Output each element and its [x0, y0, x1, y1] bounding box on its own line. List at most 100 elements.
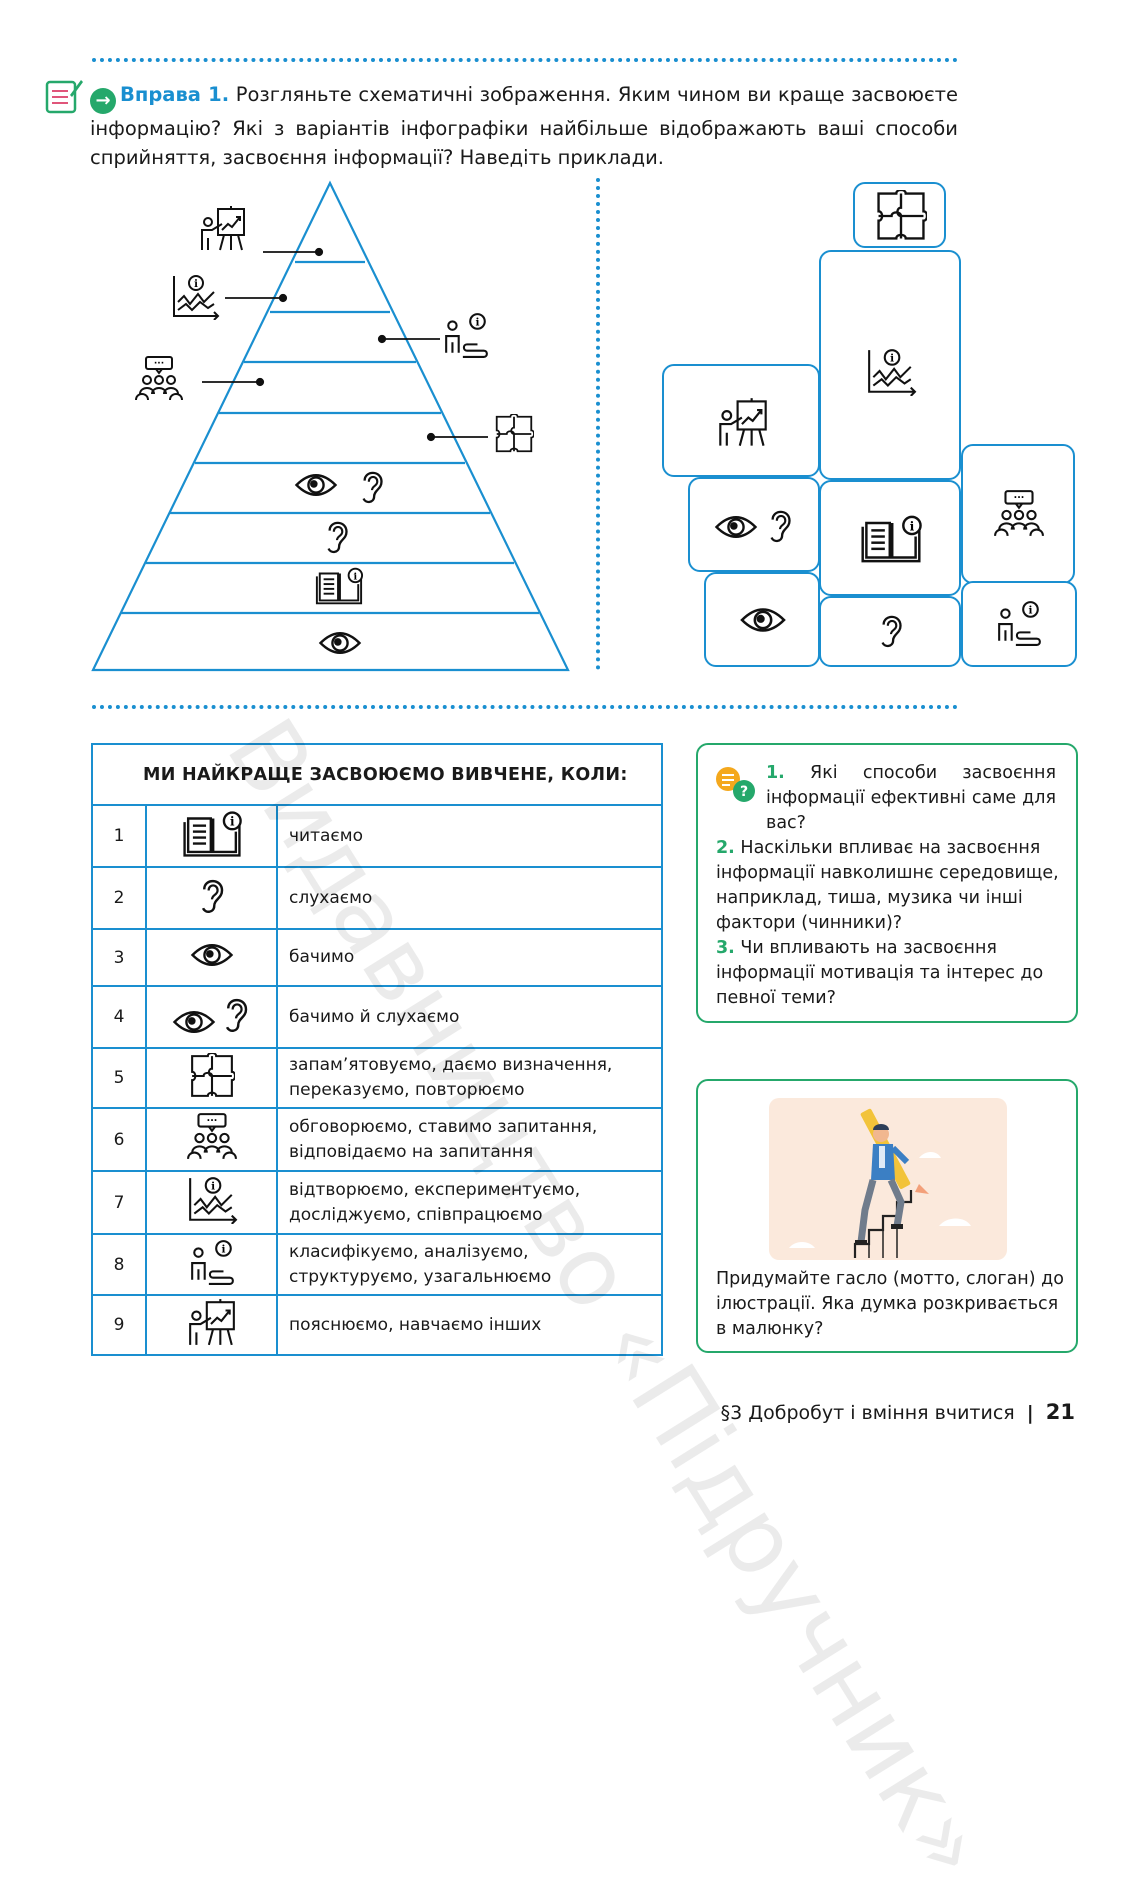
footer-separator: |: [1026, 1402, 1034, 1424]
section-title: §3 Добробут і вміння вчитися: [720, 1402, 1015, 1424]
question-text: Наскільки впливає на засвоєння інформаці…: [716, 838, 1059, 933]
block-ear: [819, 596, 961, 667]
svg-text:?: ?: [740, 784, 748, 800]
row-icon-cell: [145, 866, 278, 930]
question-number: 2.: [716, 838, 735, 858]
table-row: 2 слухаємо: [91, 866, 663, 930]
eye-icon: [319, 632, 361, 654]
table-row: 1 читаємо: [91, 804, 663, 868]
block-person: [961, 581, 1077, 667]
discussion-group-icon: [135, 356, 183, 401]
row-text: бачимо: [276, 928, 663, 987]
ear-icon: [881, 615, 902, 648]
row-icon-cell: [145, 985, 278, 1049]
row-icon-cell: [145, 804, 278, 868]
person-path-icon: [445, 313, 488, 358]
leader-dot: [255, 377, 265, 387]
puzzle-icon: [190, 1052, 235, 1097]
block-eye-ear: [688, 477, 820, 572]
row-icon-cell: [145, 1170, 278, 1235]
row-text: обговорюємо, ставимо запитання, відповід…: [276, 1107, 663, 1172]
teacher-board-icon: [719, 398, 767, 447]
row-number: 4: [91, 985, 147, 1049]
page-number: 21: [1045, 1400, 1075, 1424]
block-teacher: [662, 364, 820, 477]
row-icon-cell: [145, 1047, 278, 1109]
person-path-icon: [998, 601, 1041, 646]
puzzle-icon: [877, 190, 927, 240]
block-chart: [819, 250, 961, 480]
ear-icon: [327, 521, 348, 554]
middle-dotted-divider: [92, 705, 958, 709]
exercise-text: Розгляньте схематичні зображення. Яким ч…: [90, 83, 959, 169]
chart-info-icon: [868, 349, 916, 396]
question-3: 3. Чи впливають на засвоєння інформації …: [716, 936, 1046, 1011]
exercise-label: Вправа 1.: [120, 83, 230, 106]
illustration-panel: Придумайте гасло (мотто, слоган) до ілюс…: [696, 1079, 1078, 1353]
chart-info-icon: [173, 275, 219, 320]
vertical-dotted-divider: [596, 178, 600, 670]
discussion-group-icon: [994, 490, 1044, 537]
block-eye: [704, 572, 820, 667]
question-1: 1. Які способи засвоєння інформації ефек…: [766, 761, 1056, 836]
ear-icon: [770, 510, 791, 543]
illustration-task: Придумайте гасло (мотто, слоган) до ілюс…: [716, 1269, 1064, 1339]
row-number: 7: [91, 1170, 147, 1235]
row-number: 3: [91, 928, 147, 987]
learning-pyramid: [91, 180, 570, 672]
row-text: пояснюємо, навчаємо інших: [276, 1294, 663, 1356]
block-group: [961, 444, 1075, 584]
table-header: МИ НАЙКРАЩЕ ЗАСВОЮЄМО ВИВЧЕНЕ, КОЛИ:: [91, 743, 663, 806]
eye-icon: [173, 1010, 215, 1033]
notebook-pencil-icon: [45, 80, 83, 114]
table-row: 4 бачимо й слухаємо: [91, 985, 663, 1049]
discussion-group-icon: [186, 1113, 237, 1160]
row-number: 9: [91, 1294, 147, 1356]
row-number: 6: [91, 1107, 147, 1172]
leader-dot: [426, 432, 436, 442]
book-info-icon: [861, 515, 922, 563]
learning-methods-table: МИ НАЙКРАЩЕ ЗАСВОЮЄМО ВИВЧЕНЕ, КОЛИ: 1 ч…: [91, 743, 663, 1356]
eye-icon: [295, 474, 337, 496]
page-footer: §3 Добробут і вміння вчитися | 21: [721, 1400, 1075, 1424]
ear-icon: [226, 998, 248, 1032]
row-number: 5: [91, 1047, 147, 1109]
leader-dot: [377, 334, 387, 344]
table-row: 7 відтворюємо, експериментуємо, досліджу…: [91, 1170, 663, 1235]
eye-icon: [715, 516, 757, 538]
question-number: 1.: [766, 763, 785, 783]
block-puzzle: [853, 182, 946, 248]
row-number: 1: [91, 804, 147, 868]
arrow-right-icon: →: [90, 88, 116, 114]
pyramid-outline: [91, 180, 570, 672]
top-dotted-divider: [92, 58, 958, 62]
row-number: 8: [91, 1233, 147, 1296]
row-icon-cell: [145, 928, 278, 987]
table-row: 8 класифікуємо, аналізуємо, структуруємо…: [91, 1233, 663, 1296]
question-number: 3.: [716, 938, 735, 958]
row-text: слухаємо: [276, 866, 663, 930]
ear-icon: [362, 471, 383, 504]
block-book: [819, 480, 961, 596]
ear-icon: [201, 879, 223, 913]
questions-panel: ? 1. Які способи засвоєння інформації еф…: [696, 743, 1078, 1023]
row-text: відтворюємо, експериментуємо, досліджуєм…: [276, 1170, 663, 1235]
row-text: класифікуємо, аналізуємо, структуруємо, …: [276, 1233, 663, 1296]
teacher-board-icon: [188, 1298, 235, 1346]
eye-icon: [740, 608, 786, 632]
table-header-row: МИ НАЙКРАЩЕ ЗАСВОЮЄМО ВИВЧЕНЕ, КОЛИ:: [91, 743, 663, 806]
row-number: 2: [91, 866, 147, 930]
question-2: 2. Наскільки впливає на засвоєння інформ…: [716, 836, 1064, 936]
row-icon-cell: [145, 1233, 278, 1296]
table-row: 5 запам’ятовуємо, даємо визначення, пере…: [91, 1047, 663, 1109]
table-row: 3 бачимо: [91, 928, 663, 987]
leader-dot: [278, 293, 288, 303]
teacher-board-icon: [201, 206, 245, 251]
climbing-stairs-illustration: [769, 1098, 1007, 1260]
book-info-icon: [182, 810, 242, 857]
question-text: Які способи засвоєння інформації ефектив…: [766, 763, 1056, 833]
chart-info-icon: [188, 1177, 237, 1224]
table-row: 9 пояснюємо, навчаємо інших: [91, 1294, 663, 1356]
question-text: Чи впливають на засвоєння інформації мот…: [716, 938, 1044, 1008]
row-text: запам’ятовуємо, даємо визначення, перека…: [276, 1047, 663, 1109]
